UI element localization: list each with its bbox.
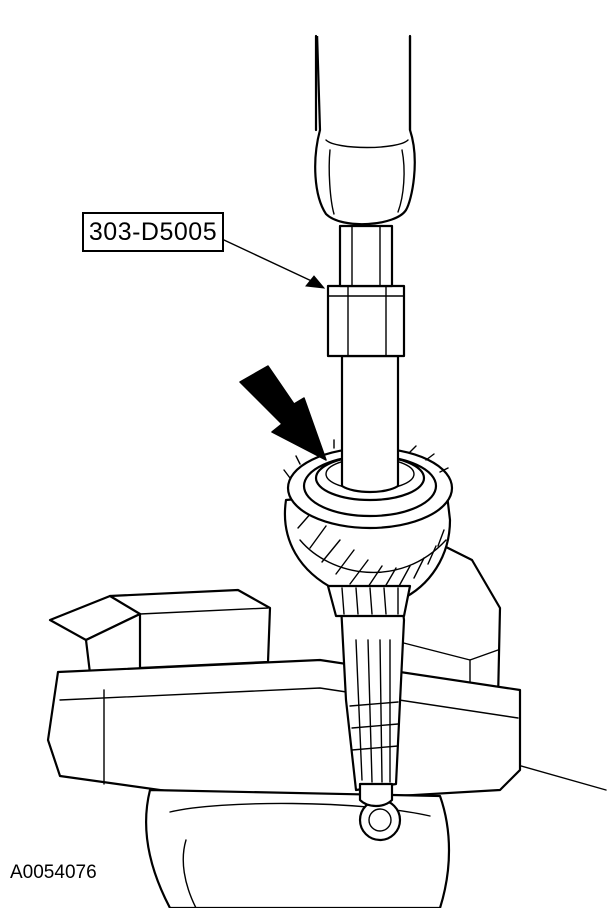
bold-arrow-icon bbox=[239, 365, 327, 461]
installer-tool bbox=[326, 224, 406, 494]
shaft bbox=[338, 584, 406, 808]
callout-leader bbox=[223, 239, 326, 289]
tool-callout-label: 303-D5005 bbox=[82, 212, 224, 252]
bench-vise bbox=[46, 518, 607, 908]
driver-handle bbox=[312, 0, 416, 226]
gear bbox=[283, 437, 454, 618]
figure-id: A0054076 bbox=[10, 862, 97, 883]
